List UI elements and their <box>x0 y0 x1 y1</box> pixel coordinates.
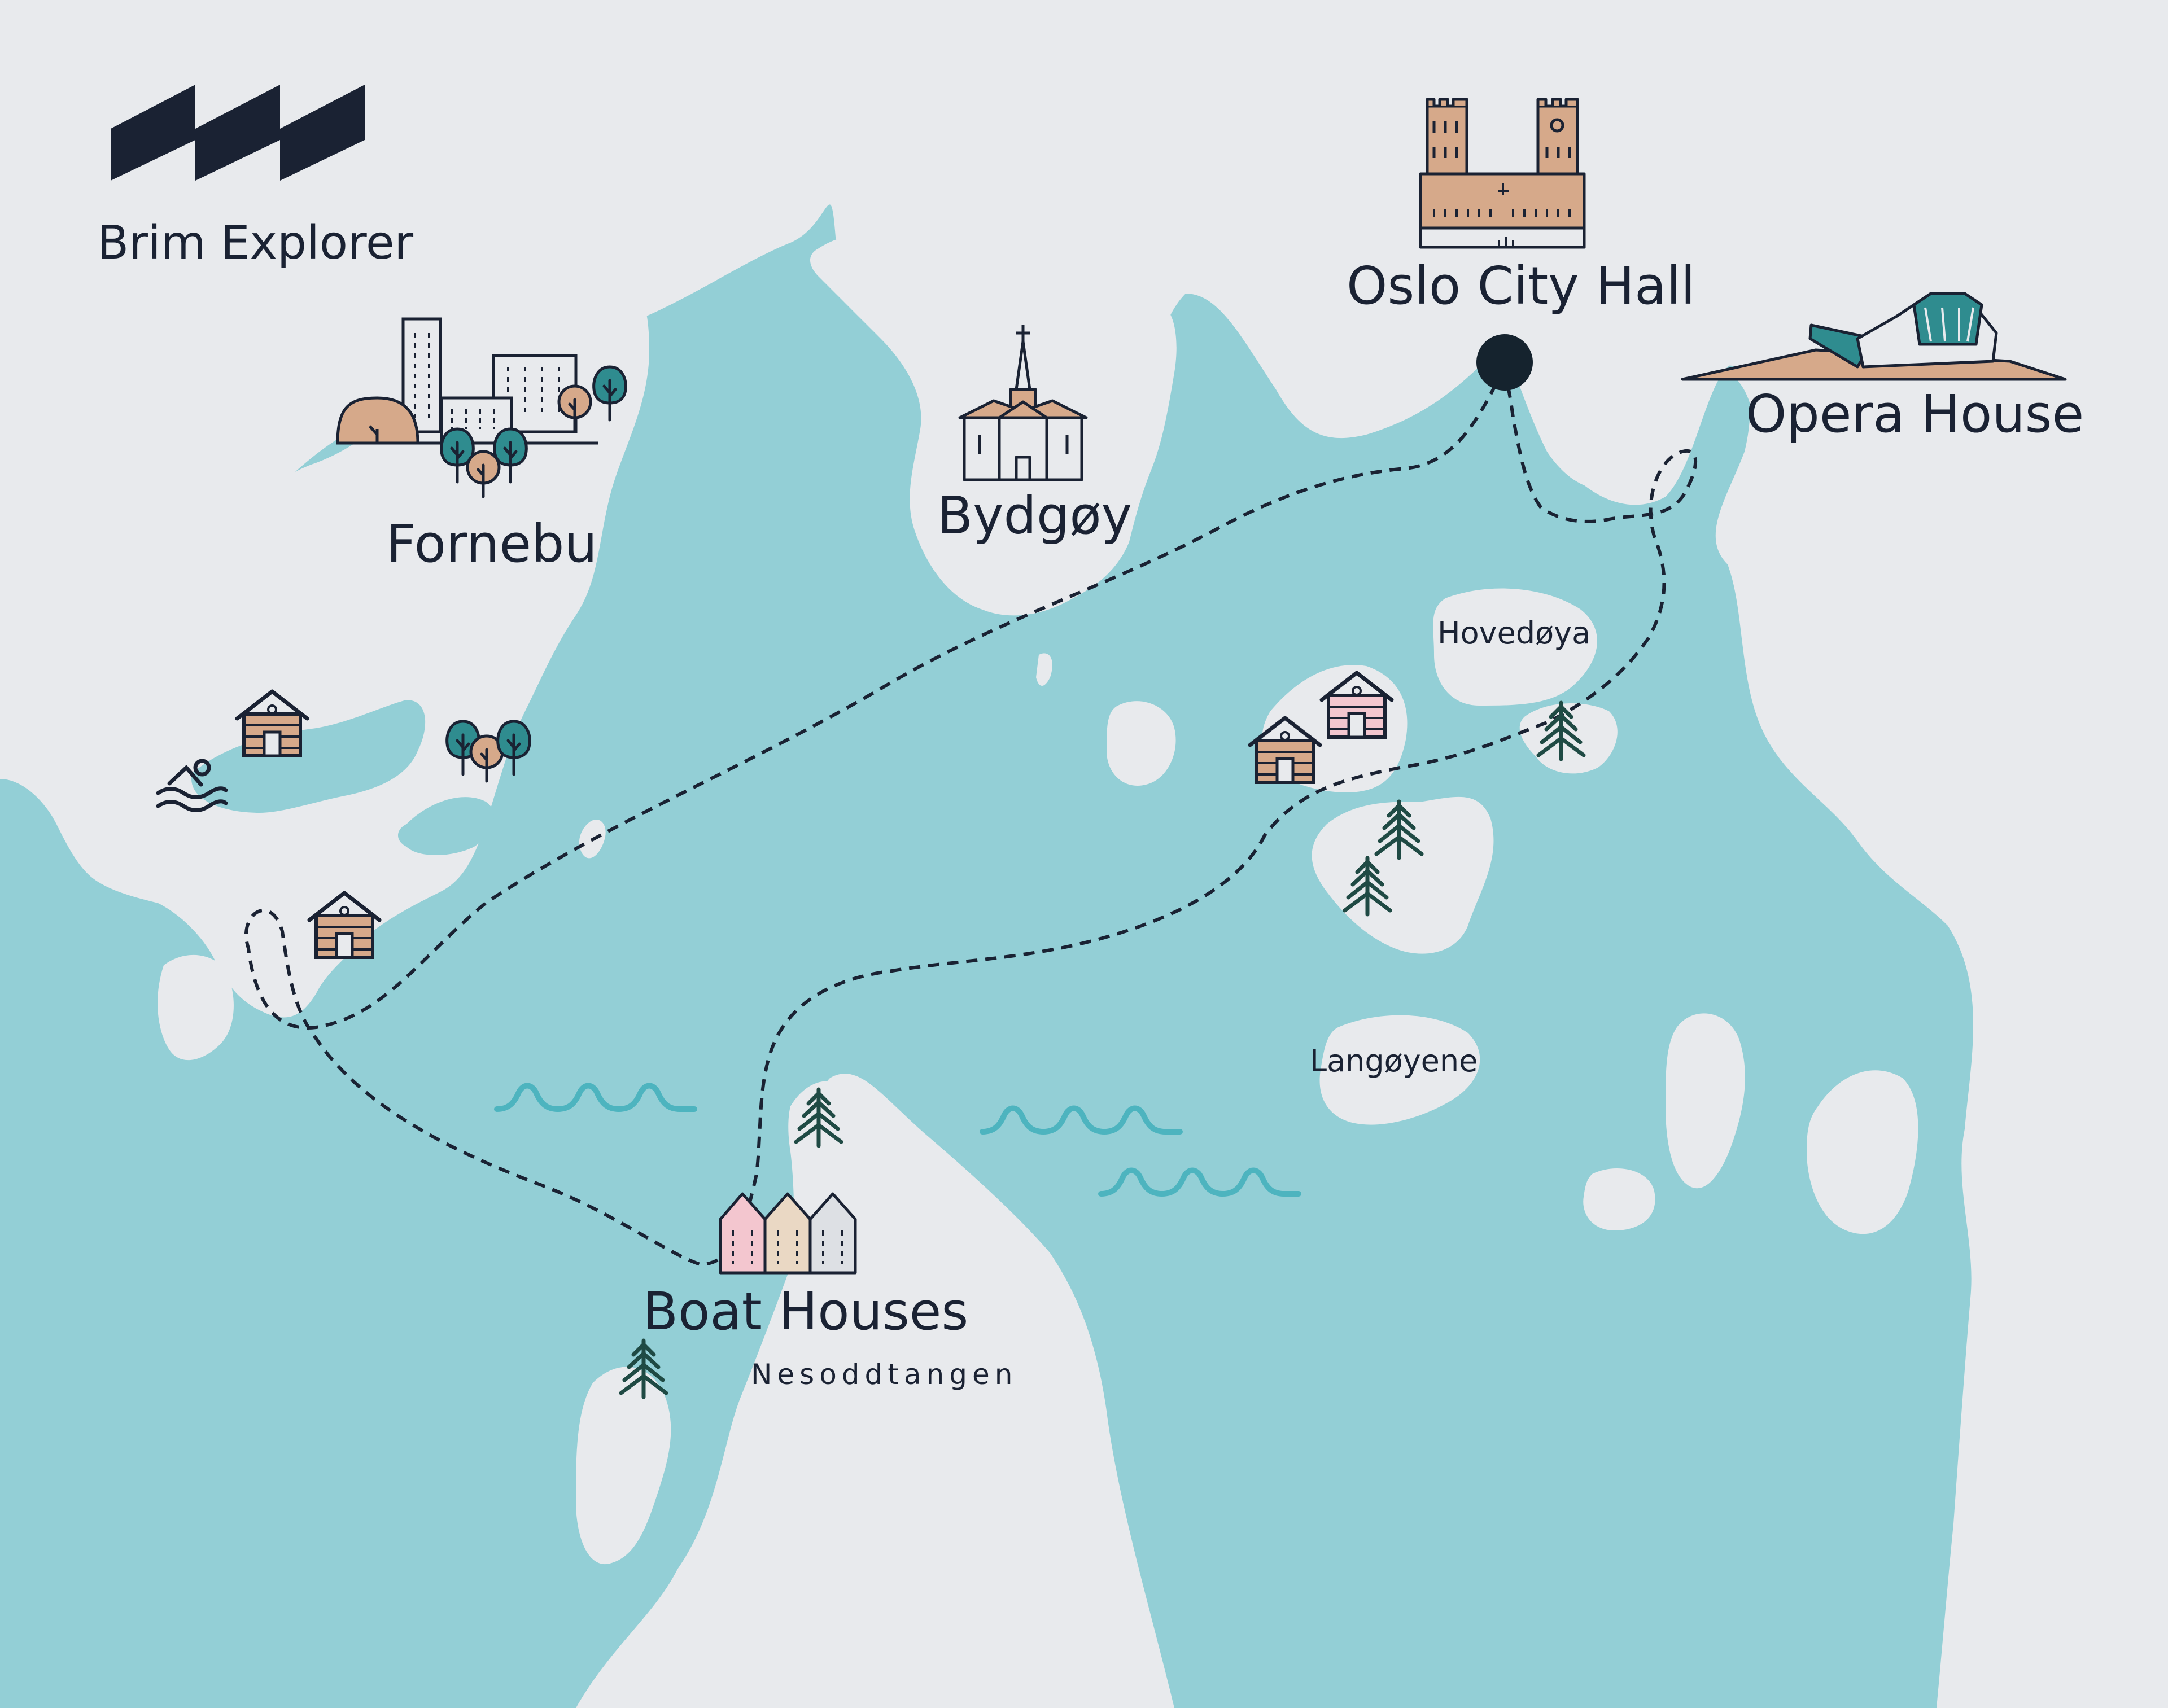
nesodden-west-coast <box>576 1367 671 1565</box>
city-shore <box>1242 0 2168 490</box>
start-marker <box>1476 334 1533 391</box>
swimmer-icon <box>156 759 228 812</box>
bygdoy-peninsula <box>810 235 1177 616</box>
island-east-3 <box>1583 1168 1655 1230</box>
opera-house-icon <box>1681 292 2067 381</box>
label-opera-house: Opera House <box>1746 384 2084 444</box>
label-bygdoy: Bydgøy <box>937 485 1132 546</box>
brim-logo-icon <box>111 85 365 181</box>
label-langoyene: Langøyene <box>1310 1043 1478 1079</box>
label-nesoddtangen: Nesoddtangen <box>751 1358 1017 1391</box>
boat-houses-icon <box>719 1192 857 1275</box>
east-shore <box>1728 339 2168 1708</box>
island-south-west <box>158 954 234 1061</box>
label-fornebu: Fornebu <box>386 514 597 574</box>
inner-fornebu-bay-2 <box>398 797 494 855</box>
city-skyline-icon <box>336 317 598 445</box>
island-pines <box>1312 796 1494 954</box>
inner-fornebu-bay <box>191 700 426 813</box>
church-icon <box>958 325 1088 481</box>
island-langoyene <box>1319 1015 1480 1125</box>
label-boat-houses: Boat Houses <box>642 1281 968 1342</box>
island-hovedoya <box>1433 588 1597 706</box>
island-east-1 <box>1666 1013 1745 1189</box>
label-hovedoya: Hovedøya <box>1437 615 1590 651</box>
island-pine-east <box>1519 703 1618 774</box>
island-east-2 <box>1807 1070 1918 1234</box>
city-hall-icon <box>1419 98 1586 249</box>
islet-small-2 <box>1036 653 1052 686</box>
label-oslo-city-hall: Oslo City Hall <box>1347 256 1695 316</box>
brand-name: Brim Explorer <box>97 216 413 270</box>
tour-route <box>244 366 1698 1267</box>
island-small-west <box>1107 701 1176 786</box>
